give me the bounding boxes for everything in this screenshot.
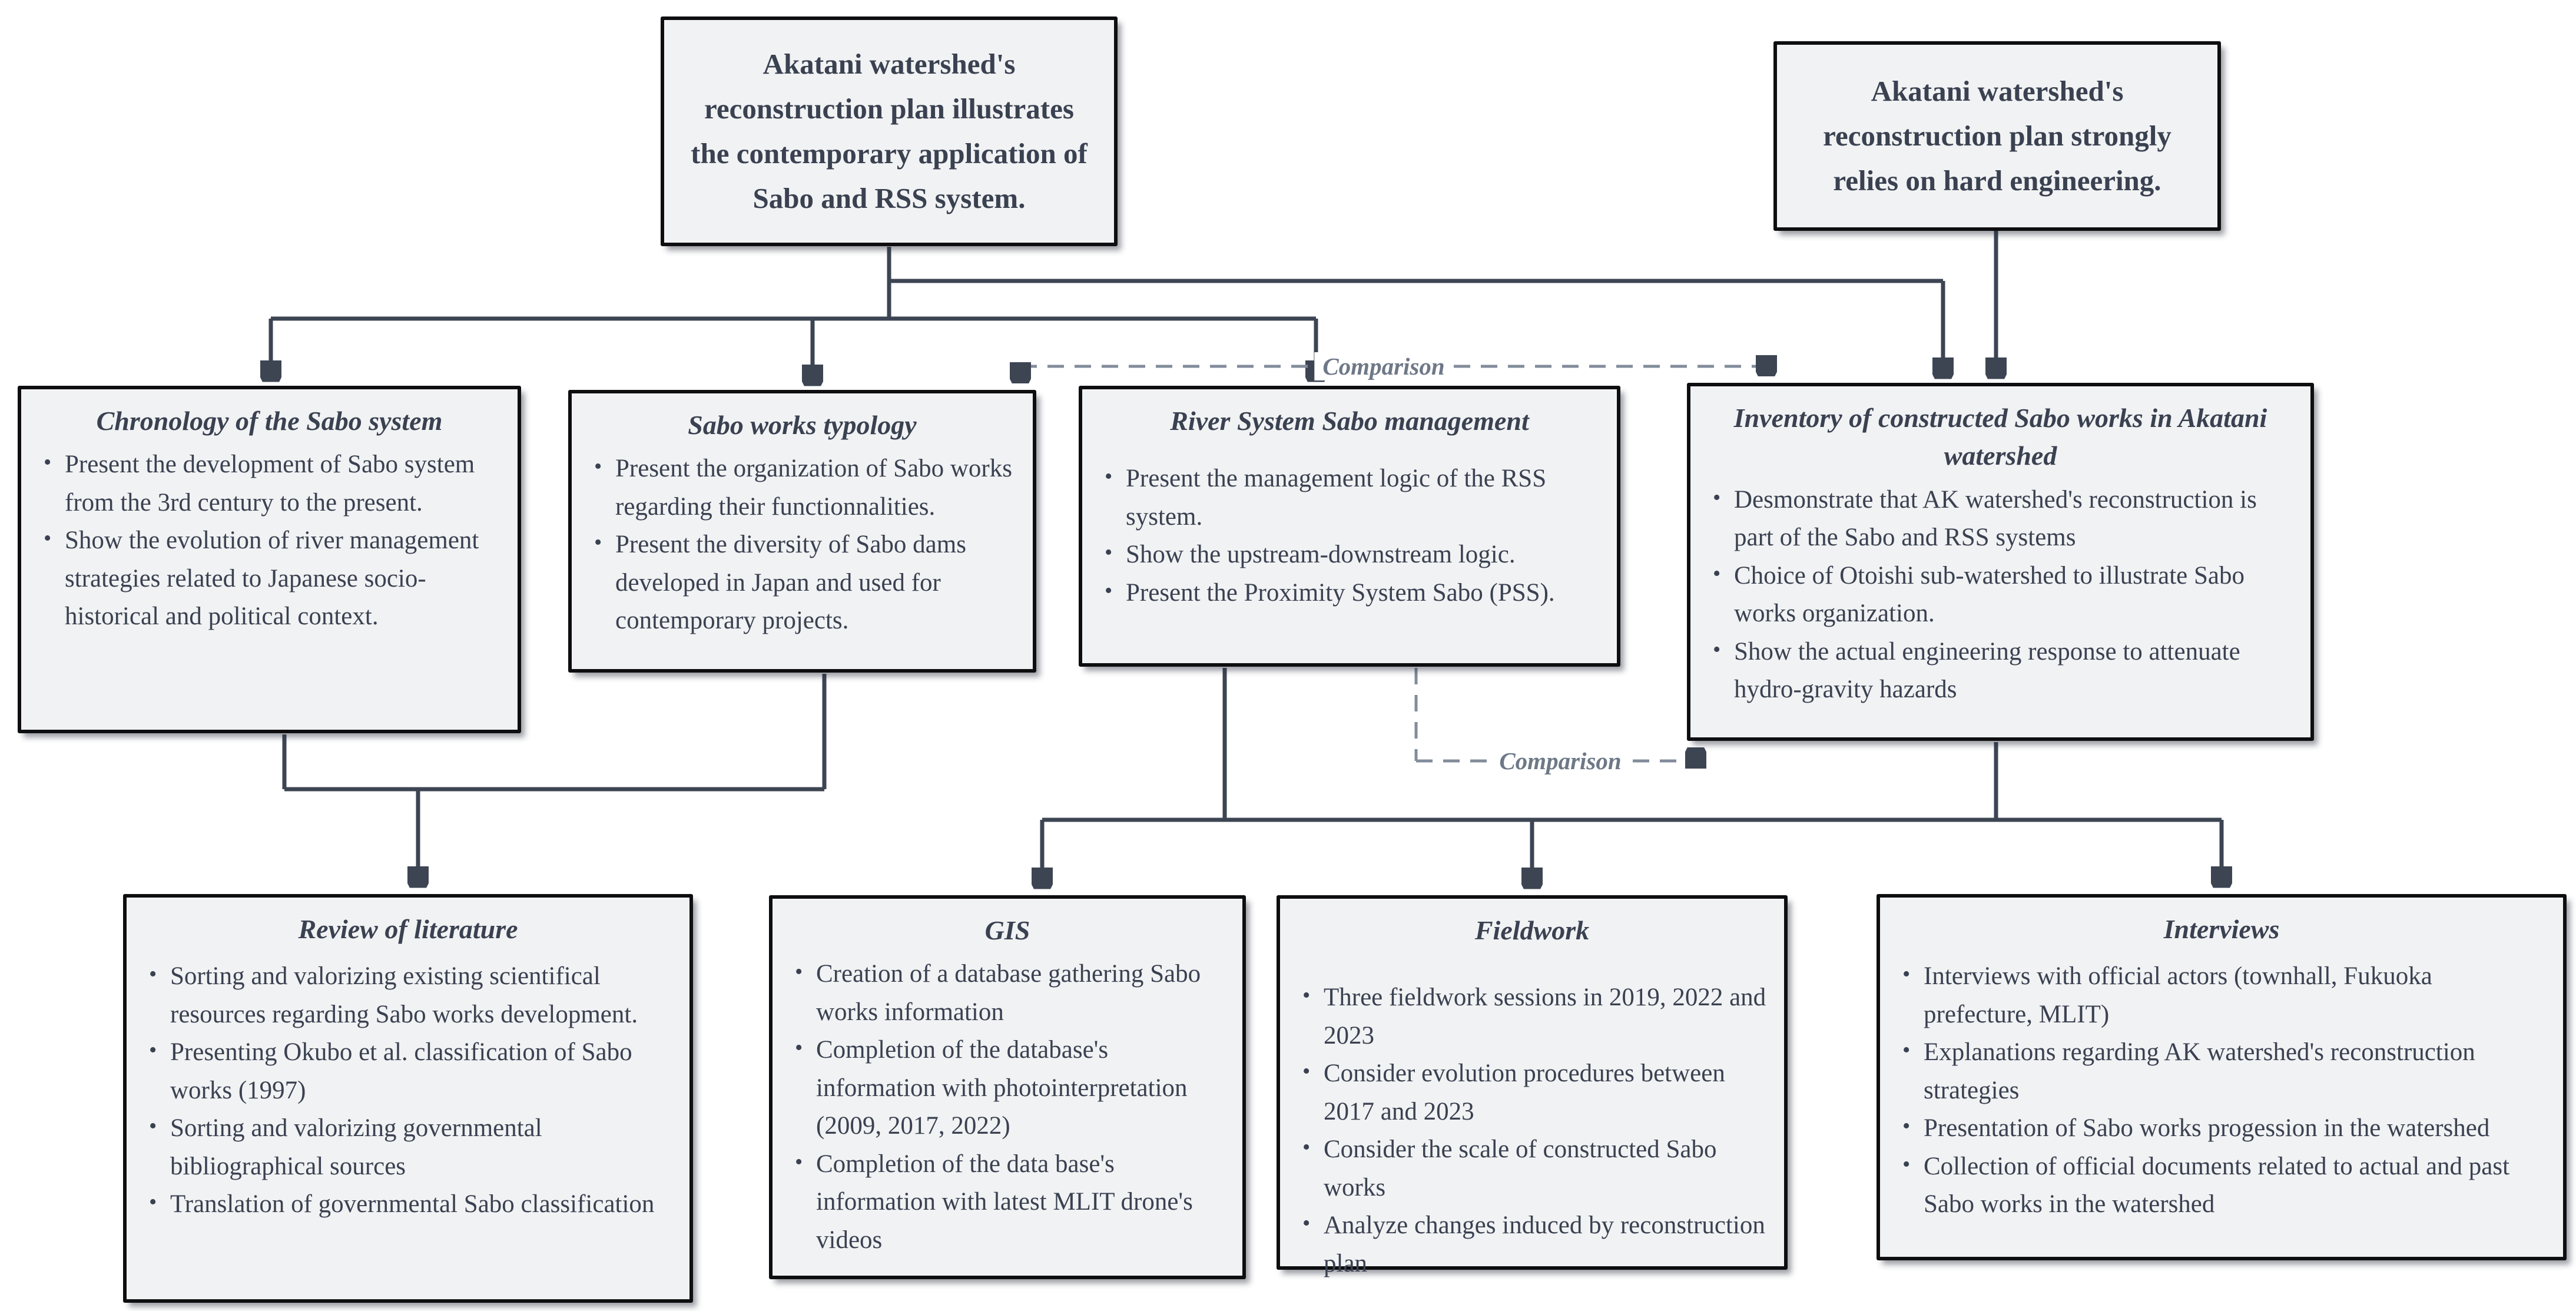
bullet-item: Sorting and valorizing governmental bibl…	[143, 1110, 673, 1186]
node-title: Sabo works typology	[688, 410, 917, 440]
bullet-list: Interviews with official actors (townhal…	[1897, 958, 2547, 1224]
node-title: Fieldwork	[1474, 915, 1590, 945]
bullet-item: Present the diversity of Sabo dams devel…	[588, 526, 1016, 640]
bullet-item: Presenting Okubo et al. classification o…	[143, 1034, 673, 1110]
bullet-list: Desmonstrate that AK watershed's reconst…	[1707, 481, 2294, 709]
bullet-list: Three fieldwork sessions in 2019, 2022 a…	[1297, 979, 1768, 1283]
comparison-label-bottom: Comparison	[1491, 747, 1630, 775]
node-interviews: Interviews Interviews with official acto…	[1877, 894, 2567, 1260]
bullet-list: Creation of a database gathering Sabo wo…	[789, 955, 1226, 1259]
node-review-of-literature: Review of literature Sorting and valoriz…	[123, 894, 693, 1303]
node-title: River System Sabo management	[1170, 406, 1529, 436]
node-title: Interviews	[2163, 914, 2280, 944]
bullet-item: Three fieldwork sessions in 2019, 2022 a…	[1297, 979, 1768, 1055]
bullet-item: Present the development of Sabo system f…	[38, 446, 501, 522]
bullet-item: Creation of a database gathering Sabo wo…	[789, 955, 1226, 1031]
bullet-item: Show the actual engineering response to …	[1707, 633, 2294, 709]
thesis-text: Akatani watershed's reconstruction plan …	[691, 48, 1088, 214]
comparison-label-top: Comparison	[1314, 352, 1453, 380]
node-typology: Sabo works typology Present the organiza…	[568, 390, 1036, 673]
bullet-item: Show the upstream-downstream logic.	[1099, 536, 1600, 574]
bullet-item: Analyze changes induced by reconstructio…	[1297, 1207, 1768, 1283]
node-thesis-hard-engineering: Akatani watershed's reconstruction plan …	[1773, 41, 2221, 231]
node-title: GIS	[984, 915, 1030, 945]
bullet-item: Consider evolution procedures between 20…	[1297, 1055, 1768, 1131]
bullet-item: Present the management logic of the RSS …	[1099, 460, 1600, 536]
node-gis: GIS Creation of a database gathering Sab…	[769, 895, 1246, 1279]
bullet-item: Choice of Otoishi sub-watershed to illus…	[1707, 557, 2294, 633]
bullet-list: Present the management logic of the RSS …	[1099, 460, 1600, 612]
bullet-item: Presentation of Sabo works progession in…	[1897, 1110, 2547, 1148]
bullet-item: Completion of the data base's informatio…	[789, 1146, 1226, 1260]
node-river-system: River System Sabo management Present the…	[1079, 386, 1620, 667]
bullet-item: Present the Proximity System Sabo (PSS).	[1099, 574, 1600, 613]
bullet-item: Show the evolution of river management s…	[38, 522, 501, 636]
bullet-item: Desmonstrate that AK watershed's reconst…	[1707, 481, 2294, 557]
node-title: Chronology of the Sabo system	[96, 406, 443, 436]
node-title: Review of literature	[298, 914, 518, 944]
bullet-item: Interviews with official actors (townhal…	[1897, 958, 2547, 1034]
bullet-item: Translation of governmental Sabo classif…	[143, 1186, 673, 1224]
bullet-list: Present the organization of Sabo works r…	[588, 450, 1016, 640]
bullet-item: Sorting and valorizing existing scientif…	[143, 958, 673, 1034]
node-inventory: Inventory of constructed Sabo works in A…	[1687, 383, 2314, 741]
node-fieldwork: Fieldwork Three fieldwork sessions in 20…	[1277, 895, 1788, 1277]
bullet-list: Present the development of Sabo system f…	[38, 446, 501, 636]
bullet-item: Completion of the database's information…	[789, 1031, 1226, 1146]
thesis-text: Akatani watershed's reconstruction plan …	[1823, 75, 2171, 197]
node-thesis-illustration: Akatani watershed's reconstruction plan …	[661, 16, 1118, 246]
bullet-item: Collection of official documents related…	[1897, 1148, 2547, 1224]
bullet-item: Explanations regarding AK watershed's re…	[1897, 1034, 2547, 1110]
node-chronology: Chronology of the Sabo system Present th…	[18, 386, 521, 733]
bullet-item: Present the organization of Sabo works r…	[588, 450, 1016, 526]
bullet-list: Sorting and valorizing existing scientif…	[143, 958, 673, 1224]
node-title: Inventory of constructed Sabo works in A…	[1733, 403, 2267, 471]
bullet-item: Consider the scale of constructed Sabo w…	[1297, 1131, 1768, 1207]
